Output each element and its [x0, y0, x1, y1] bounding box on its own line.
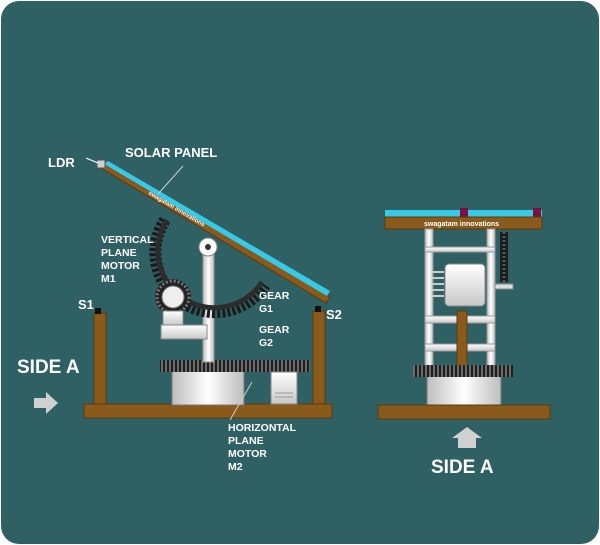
label-side-a-right: SIDE A [431, 457, 494, 478]
label-horizontal-motor-4: M2 [228, 461, 243, 473]
label-horizontal-motor-1: HORIZONTAL [228, 422, 297, 434]
label-ldr: LDR [48, 155, 75, 170]
label-horizontal-motor-3: MOTOR [228, 448, 267, 460]
label-gear-g2-1: GEAR [259, 324, 290, 336]
label-vertical-motor-4: M1 [101, 273, 116, 285]
motor-m1-front [444, 263, 486, 307]
gear-g2 [160, 360, 268, 372]
label-vertical-motor-1: VERTICAL [101, 234, 154, 246]
front-view-right: swagatam innovations [377, 208, 551, 448]
post-s2 [312, 310, 326, 410]
label-solar-panel: SOLAR PANEL [125, 145, 217, 160]
motor-m2-pinion [258, 360, 310, 372]
label-s2: S2 [326, 307, 342, 322]
label-gear-g2-2: G2 [259, 337, 273, 349]
post-s1 [93, 312, 107, 410]
sensor-s2 [315, 306, 321, 312]
label-vertical-motor-2: PLANE [101, 247, 137, 259]
motor-m1 [162, 310, 184, 326]
label-s1: S1 [78, 297, 94, 312]
turntable-drum [171, 369, 245, 406]
side-view-left: swagatam innovations [34, 157, 333, 421]
motor-m1-bracket [160, 324, 208, 340]
base-plank-left [83, 403, 333, 419]
base-plank-right [377, 404, 551, 420]
side-a-arrow-right [452, 427, 482, 448]
sensor-s1 [95, 308, 101, 314]
label-gear-g1-2: G1 [259, 303, 273, 315]
label-gear-g1-1: GEAR [259, 290, 290, 302]
side-a-arrow-left [34, 392, 58, 414]
panel-brand-right: swagatam innovations [424, 221, 499, 228]
motor-m2 [270, 371, 298, 405]
gear-g2-front [413, 365, 513, 377]
label-vertical-motor-3: MOTOR [101, 260, 140, 272]
panel-frame-front [384, 216, 543, 230]
label-horizontal-motor-2: PLANE [228, 435, 264, 447]
label-side-a-left: SIDE A [17, 357, 80, 378]
ldr-sensor [96, 159, 106, 169]
turntable-drum-front [426, 375, 502, 406]
